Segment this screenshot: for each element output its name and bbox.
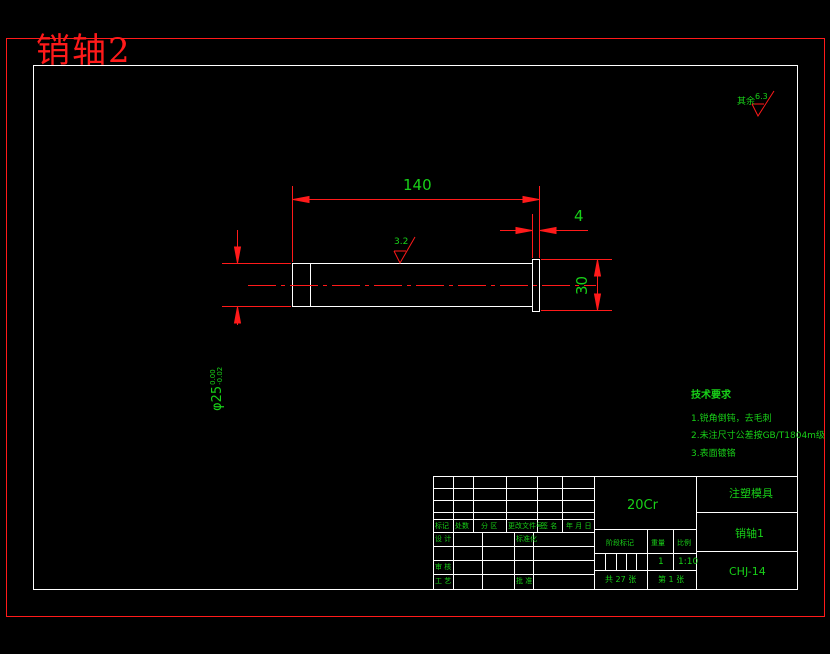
finish-note-value: 6.3 [755,92,768,101]
sheet-border [6,38,825,617]
row-label-count: 处数 [455,522,469,530]
row-label-zone: 分 区 [481,522,498,530]
pin-finish-label: 3.2 [394,237,409,247]
requirement-item: 2.未注尺寸公差按GB/T1804m级 [691,431,825,441]
process-label: 工 艺 [435,577,452,585]
product-name: 注塑模具 [729,487,773,500]
pin-dia-main: φ25 [210,385,225,411]
sheets-total: 共 27 张 [605,575,637,584]
part-name: 销轴1 [735,527,764,540]
pin-dia-tol-lower: -0.02 [215,366,224,385]
pin-finish-symbol-icon [393,236,416,265]
requirement-item: 3.表面镀铬 [691,449,736,459]
scale-label: 比例 [677,539,691,547]
stage-label: 阶段标记 [606,539,634,547]
pin-dia-dimension [222,230,291,325]
requirements-title: 技术要求 [691,390,731,401]
material-label: 20Cr [627,498,658,513]
row-label-change-doc: 更改文件号 [508,522,543,530]
quantity-value: 1 [658,557,664,567]
finish-note-label: 其余 [737,97,756,107]
requirement-item: 1.锐角倒钝，去毛刺 [691,414,772,424]
drawing-heading: 销轴2 [36,31,132,71]
review-label: 审 核 [435,563,452,571]
collar-dimension [500,214,588,258]
collar-dia-label: 30 [573,275,592,296]
design-label: 设 计 [435,535,452,543]
row-label-date: 年 月 日 [566,522,592,530]
scale-value: 1:10 [678,557,699,567]
row-label-mark: 标记 [435,522,449,530]
collar-label: 4 [574,207,584,225]
length-label: 140 [403,176,432,194]
sheet-number: 第 1 张 [658,575,685,584]
drawing-number: CHJ-14 [729,565,766,578]
weight-label: 重量 [651,539,665,547]
finish-note: 其余 [737,98,755,107]
drawing-frame [33,65,798,590]
finish-symbol-icon [751,90,775,118]
row-label-sign: 签 名 [541,522,558,530]
title-block-grid [433,476,798,590]
standardization-label: 标准化 [516,535,537,543]
length-dimension [292,186,540,262]
collar-dia-dimension [541,259,612,311]
approve-label: 批 准 [516,577,533,585]
